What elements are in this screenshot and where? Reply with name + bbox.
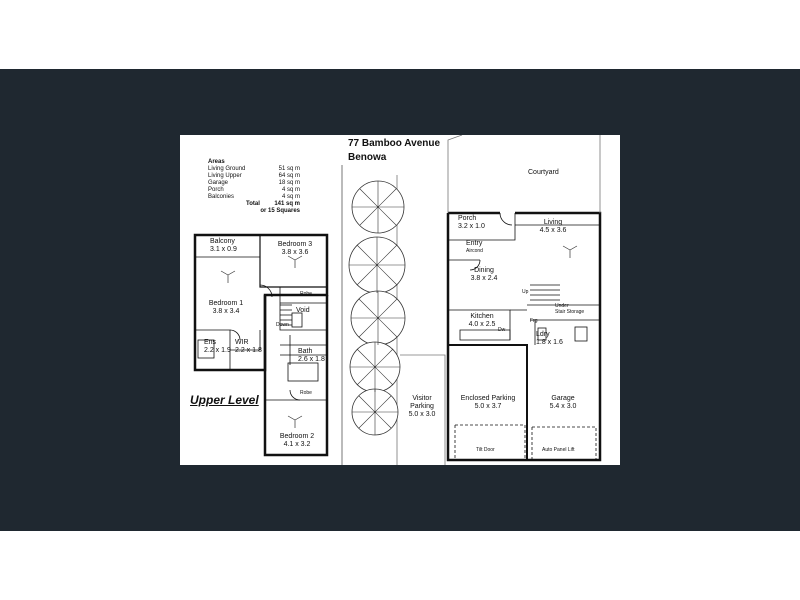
areas-total-value: 141 sq m bbox=[274, 201, 300, 207]
address-line2: Benowa bbox=[348, 152, 387, 163]
room-name: Bedroom 2 bbox=[279, 433, 315, 440]
room-size: 2.2 x 1.9 bbox=[204, 347, 231, 354]
areas-value: 51 sq m bbox=[278, 166, 300, 172]
room-name: Entry bbox=[466, 240, 483, 247]
room-size: 3.8 x 2.4 bbox=[470, 275, 498, 282]
areas-row: Balconies 4 sq m bbox=[208, 194, 300, 201]
floor-plan-drawing bbox=[193, 135, 602, 465]
room-robe-lower: Robe bbox=[300, 390, 312, 396]
tree-spokes bbox=[349, 181, 405, 435]
room-name: Bath bbox=[298, 348, 313, 355]
upper-lower-wall bbox=[263, 295, 329, 457]
areas-value: 64 sq m bbox=[278, 173, 300, 179]
room-size: 5.4 x 3.0 bbox=[549, 403, 577, 410]
areas-value: 4 sq m bbox=[281, 194, 300, 200]
areas-row: Porch 4 sq m bbox=[208, 187, 300, 194]
room-name: WIR bbox=[235, 339, 249, 346]
room-name: Balcony bbox=[210, 238, 235, 245]
room-size: 2.6 x 1.8 bbox=[298, 356, 325, 363]
room-name: Parking bbox=[410, 403, 434, 410]
room-size: 3.2 x 1.0 bbox=[458, 223, 485, 230]
room-void: Void bbox=[296, 307, 310, 314]
room-size: 2.2 x 1.8 bbox=[235, 347, 262, 354]
room-name: Living bbox=[543, 219, 563, 226]
ceiling-fans bbox=[220, 245, 578, 428]
room-name: Ldry bbox=[536, 331, 550, 338]
areas-row: Living Upper 64 sq m bbox=[208, 173, 300, 180]
areas-label: Living Ground bbox=[208, 166, 246, 172]
room-size: 3.8 x 3.6 bbox=[281, 249, 309, 256]
room-size: 1.8 x 1.6 bbox=[536, 339, 563, 346]
stair-down-label: Down bbox=[276, 322, 289, 328]
areas-row: Living Ground 51 sq m bbox=[208, 166, 300, 173]
tilt-door-label: Tilt Door bbox=[476, 447, 495, 453]
room-name: Garage bbox=[551, 395, 575, 402]
aircond-note: Aircond bbox=[466, 248, 483, 254]
address-line1: 77 Bamboo Avenue bbox=[348, 138, 441, 149]
upper-level-label: Upper Level bbox=[190, 393, 259, 407]
room-robe-upper: Robe bbox=[300, 291, 312, 297]
room-size: 5.0 x 3.7 bbox=[474, 403, 502, 410]
areas-value: 18 sq m bbox=[278, 180, 300, 186]
dishwasher-label: Dw bbox=[498, 327, 506, 333]
stair-up-label: Up bbox=[522, 289, 529, 295]
room-size: 4.1 x 3.2 bbox=[283, 441, 311, 448]
areas-label: Garage bbox=[208, 180, 229, 186]
areas-label: Living Upper bbox=[208, 173, 242, 179]
room-name: Visitor bbox=[412, 395, 432, 402]
room-name: Kitchen bbox=[470, 313, 494, 320]
auto-lift-label: Auto Panel Lift bbox=[542, 447, 575, 453]
room-name: Bedroom 1 bbox=[208, 300, 244, 307]
room-name: Stair Storage bbox=[555, 309, 585, 315]
areas-heading: Areas bbox=[208, 159, 225, 165]
room-name: Under bbox=[555, 303, 569, 309]
courtyard-label: Courtyard bbox=[528, 169, 559, 176]
areas-label: Balconies bbox=[208, 194, 235, 200]
areas-row: Garage 18 sq m bbox=[208, 180, 300, 187]
floor-plan: 77 Bamboo Avenue Benowa Areas Living Gro… bbox=[180, 135, 620, 465]
areas-total-label: Total bbox=[246, 201, 260, 207]
room-name: Enclosed Parking bbox=[460, 395, 516, 402]
room-name: Dining bbox=[474, 267, 494, 274]
areas-squares: or 15 Squares bbox=[260, 208, 300, 214]
fridge-label: Frg bbox=[530, 318, 538, 324]
room-name: Ens bbox=[204, 339, 217, 346]
room-size: 3.1 x 0.9 bbox=[210, 246, 237, 253]
room-name: Porch bbox=[458, 215, 477, 222]
room-size: 3.8 x 3.4 bbox=[212, 308, 240, 315]
areas-total: Total 141 sq m bbox=[208, 201, 300, 208]
room-size: 5.0 x 3.0 bbox=[408, 411, 436, 418]
areas-table: Areas Living Ground 51 sq m Living Upper 6… bbox=[208, 159, 300, 215]
room-size: 4.5 x 3.6 bbox=[539, 227, 567, 234]
ground-outer-wall bbox=[446, 211, 602, 462]
room-size: 4.0 x 2.5 bbox=[468, 321, 496, 328]
room-name: Bedroom 3 bbox=[277, 241, 313, 248]
areas-value: 4 sq m bbox=[281, 187, 300, 193]
areas-label: Porch bbox=[208, 187, 224, 193]
